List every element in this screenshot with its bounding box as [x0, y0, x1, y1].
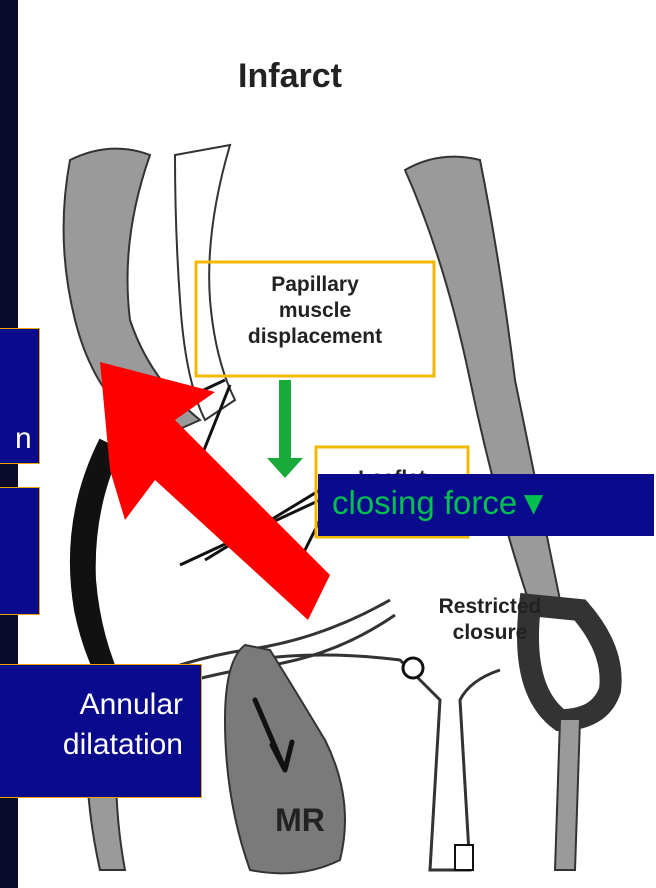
partial-box-text: n: [15, 419, 32, 459]
right-lower-wall: [555, 720, 580, 870]
restricted-line-1: Restricted: [410, 594, 570, 620]
partial-box-middle: [0, 487, 40, 615]
restricted-label: Restricted closure: [410, 594, 570, 646]
annular-line-2: dilatation: [0, 725, 183, 765]
annular-line-1: Annular: [0, 685, 183, 725]
papillary-label: Papillary muscle displacement: [200, 272, 430, 350]
papillary-line-3: displacement: [200, 324, 430, 350]
annular-dilatation-box: Annular dilatation: [0, 664, 202, 798]
papillary-line-1: Papillary: [200, 272, 430, 298]
papillary-line-2: muscle: [200, 298, 430, 324]
partial-box-top: n: [0, 328, 40, 464]
restricted-line-2: closure: [410, 620, 570, 646]
chordae-end: [455, 845, 473, 870]
green-arrow-shaft: [279, 380, 291, 460]
annulus-ring-right: [403, 658, 423, 678]
mr-label: MR: [255, 800, 345, 840]
closing-force-label: closing force▼: [318, 474, 654, 536]
diagram-title: Infarct: [200, 56, 380, 96]
